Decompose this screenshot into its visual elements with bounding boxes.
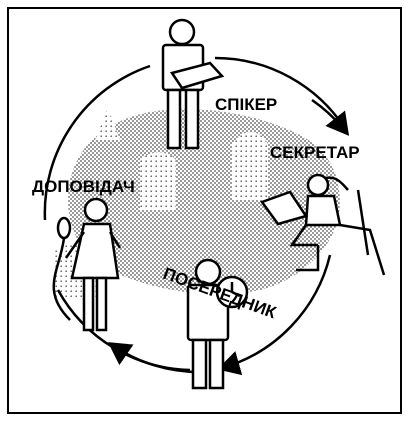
diagram-border bbox=[7, 7, 402, 414]
background-crowd bbox=[55, 108, 340, 300]
secretary-figure bbox=[260, 173, 386, 276]
speaker-label: СПІКЕР bbox=[215, 95, 277, 114]
reporter-label: ДОПОВІДАЧ bbox=[32, 177, 135, 196]
reporter-figure bbox=[52, 197, 122, 332]
cycle-circle bbox=[43, 56, 350, 376]
secretary-label: СЕКРЕТАР bbox=[270, 143, 360, 162]
speaker-figure bbox=[161, 18, 225, 150]
clock-icon bbox=[215, 275, 249, 309]
